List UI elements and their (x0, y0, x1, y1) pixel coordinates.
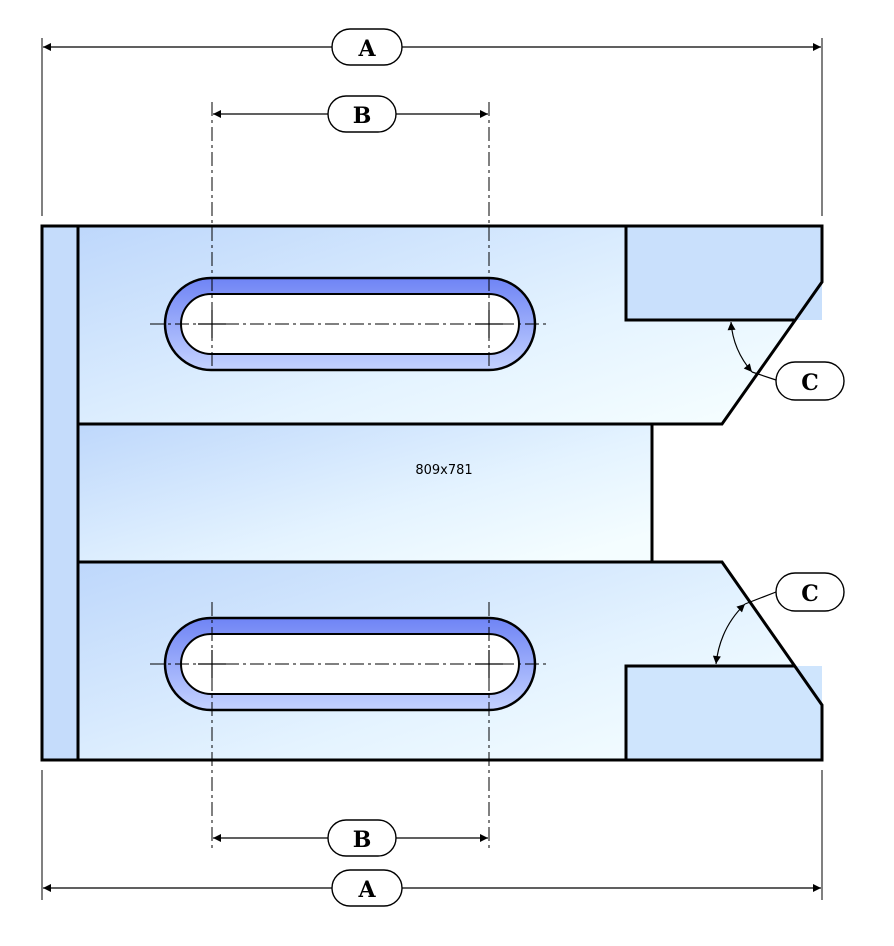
angle-c-top-bubble (775, 361, 845, 401)
angle-c-top-label: C (801, 370, 819, 396)
left-flange (42, 226, 78, 760)
dimension-b-top: B (213, 95, 488, 133)
dim-a-bottom-label: A (357, 877, 376, 903)
bottom-slot (150, 616, 550, 712)
dim-b-top-label: B (353, 103, 372, 129)
angle-c-top: C (727, 321, 845, 401)
angle-c-bottom: C (712, 572, 845, 665)
dim-a-top-bubble (331, 28, 403, 66)
top-notch (626, 226, 822, 320)
angle-c-bottom-leader (744, 591, 777, 605)
part-body (40, 224, 824, 762)
top-slot (150, 276, 550, 372)
dim-b-top-bubble (327, 95, 397, 133)
image-size-text: 809x781 (415, 463, 472, 478)
dimension-a-bottom: A (43, 869, 821, 907)
dimension-a-top: A (43, 28, 821, 66)
extension-lines (41, 38, 823, 900)
bottom-notch-edge (624, 664, 794, 760)
dim-b-bottom-bubble (327, 819, 397, 857)
angle-c-top-arc (727, 321, 753, 373)
bottom-notch (626, 666, 822, 760)
dim-a-bottom-bubble (331, 869, 403, 907)
angle-c-bottom-arc (712, 603, 746, 665)
dimension-b-bottom: B (213, 819, 488, 857)
angle-c-bottom-bubble (775, 572, 845, 612)
dim-a-top-label: A (357, 36, 376, 62)
middle-web (42, 424, 652, 562)
angle-c-bottom-label: C (801, 581, 819, 607)
angle-c-top-leader (751, 371, 777, 381)
top-notch-edge (624, 226, 794, 322)
dim-b-bottom-label: B (353, 827, 372, 853)
